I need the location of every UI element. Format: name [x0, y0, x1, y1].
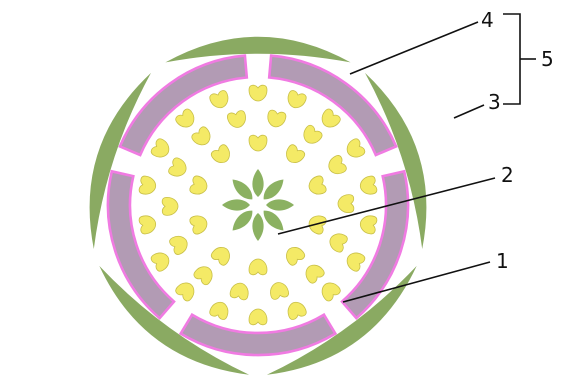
stamen: [168, 233, 190, 256]
label-1: 1: [496, 249, 509, 273]
stamen: [209, 300, 231, 321]
carpel: [229, 207, 257, 235]
stamen: [285, 300, 307, 321]
stamen: [249, 135, 267, 151]
stamen: [282, 243, 306, 266]
leader-line-4: [350, 22, 478, 74]
carpel: [252, 169, 263, 197]
stamen: [190, 125, 214, 149]
bracket-4-3: [503, 14, 520, 104]
petal: [120, 56, 247, 155]
stamen: [210, 143, 234, 166]
stamen: [302, 261, 326, 285]
stamen: [174, 279, 198, 303]
pistil-group: [222, 169, 294, 241]
label-4: 4: [481, 8, 494, 32]
stamen: [249, 85, 267, 101]
carpel: [222, 199, 250, 210]
carpel: [252, 213, 263, 241]
stamen: [162, 197, 178, 215]
stamen: [189, 213, 210, 235]
stamen: [268, 281, 289, 301]
stamen: [138, 175, 157, 195]
stamen: [285, 89, 307, 110]
carpel: [266, 199, 294, 210]
stamen: [210, 243, 234, 266]
carpel: [260, 176, 288, 204]
stamen: [266, 109, 287, 128]
stamen: [138, 214, 157, 234]
stamen: [249, 309, 267, 325]
pistil-center: [252, 199, 264, 211]
carpel: [229, 176, 257, 204]
stamen: [344, 249, 367, 272]
stamen: [307, 175, 328, 197]
label-2: 2: [501, 163, 514, 187]
leader-line-3: [454, 105, 484, 118]
stamen: [227, 110, 248, 130]
sepal: [99, 266, 249, 375]
stamen: [150, 137, 173, 160]
stamen: [338, 195, 354, 213]
stamen: [192, 263, 216, 286]
stamen: [167, 157, 189, 180]
stamen: [209, 89, 231, 110]
stamen: [300, 124, 324, 147]
sepal: [267, 266, 417, 375]
stamen: [174, 107, 198, 131]
label-3: 3: [488, 90, 501, 114]
stamen: [229, 281, 250, 300]
stamen: [344, 137, 367, 160]
petal: [269, 56, 396, 155]
stamen: [282, 143, 306, 166]
stamen: [150, 249, 173, 272]
stamen: [318, 279, 342, 303]
sepal: [165, 37, 350, 63]
stamen: [359, 214, 378, 234]
stamen: [359, 175, 378, 195]
stamen: [249, 259, 267, 275]
stamen: [326, 154, 348, 177]
stamen: [318, 107, 342, 131]
stamen: [327, 230, 349, 253]
stamen: [189, 175, 210, 197]
label-5: 5: [541, 47, 554, 71]
carpel: [260, 207, 288, 235]
